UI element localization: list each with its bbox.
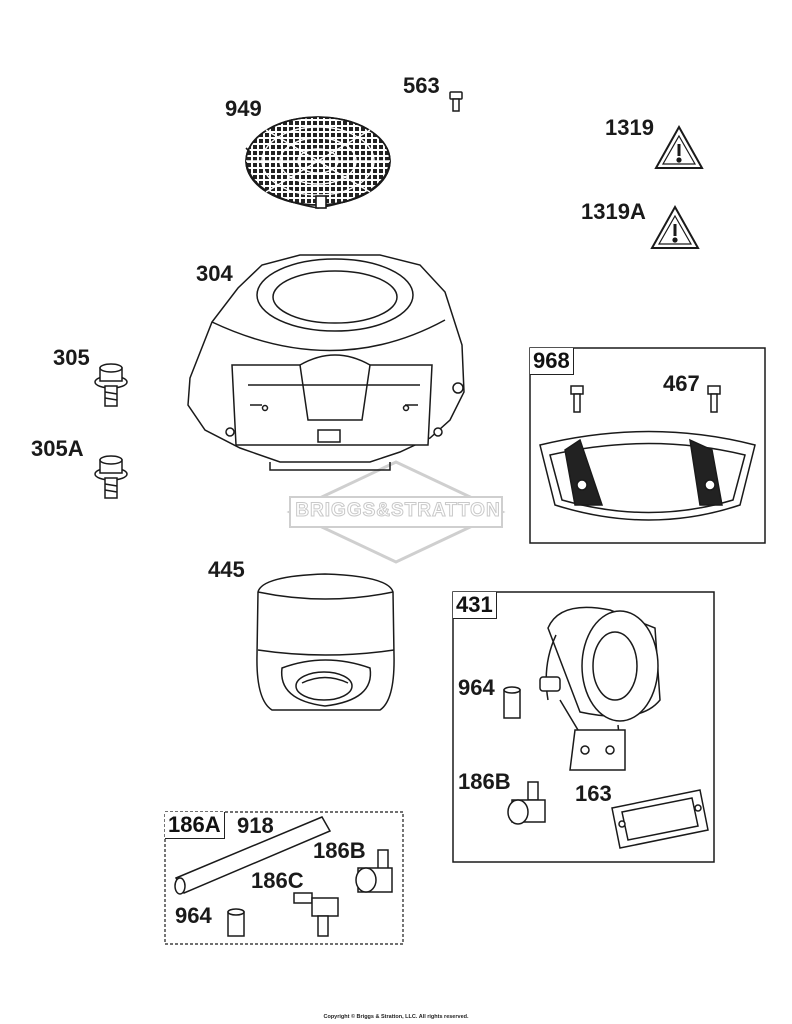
copyright-notice: Copyright © Briggs & Stratton, LLC. All … [323, 1014, 469, 1020]
part-label-964: 964 [458, 675, 495, 700]
part-label-305: 305 [53, 345, 90, 370]
part-label-1319a: 1319A [581, 199, 646, 224]
air-cleaner-base [539, 606, 661, 771]
blower-housing-screen [245, 116, 391, 209]
part-label-563: 563 [403, 73, 440, 98]
fitting-186b [507, 781, 546, 825]
gasket-163 [611, 789, 709, 849]
part-label-304: 304 [196, 261, 233, 286]
screw-467 [570, 385, 721, 413]
warning-label-1319 [654, 124, 704, 169]
part-label-467: 467 [663, 371, 700, 396]
kit-968-box [529, 347, 766, 544]
warning-label-1319a [650, 204, 700, 249]
watermark-text: BRIGGS&STRATTON [295, 500, 501, 522]
blower-housing [187, 254, 465, 471]
part-label-1319: 1319 [605, 115, 654, 140]
sleeve-964 [503, 686, 521, 719]
air-filter [256, 573, 395, 711]
breather-tube-918 [174, 816, 332, 895]
fitting-186b-kit [355, 849, 393, 893]
part-label-163: 163 [575, 781, 612, 806]
part-label-949: 949 [225, 96, 262, 121]
part-label-918: 918 [237, 813, 274, 838]
part-label-305a: 305A [31, 436, 84, 461]
part-label-186b-kit: 186B [313, 838, 366, 863]
fitting-186c [293, 892, 339, 937]
part-label-186c: 186C [251, 868, 304, 893]
screw-563 [449, 91, 463, 112]
part-label-445: 445 [208, 557, 245, 582]
sleeve-964-kit [227, 908, 245, 937]
brand-watermark-logo [286, 460, 506, 564]
part-label-186b: 186B [458, 769, 511, 794]
part-label-431: 431 [453, 592, 497, 619]
kit-431-box [452, 591, 715, 863]
part-label-968: 968 [530, 348, 574, 375]
bolt-305a [94, 455, 128, 499]
part-label-964-kit: 964 [175, 903, 212, 928]
bolt-305 [94, 363, 128, 407]
part-label-186a: 186A [165, 812, 225, 839]
debris-guard [539, 430, 756, 521]
